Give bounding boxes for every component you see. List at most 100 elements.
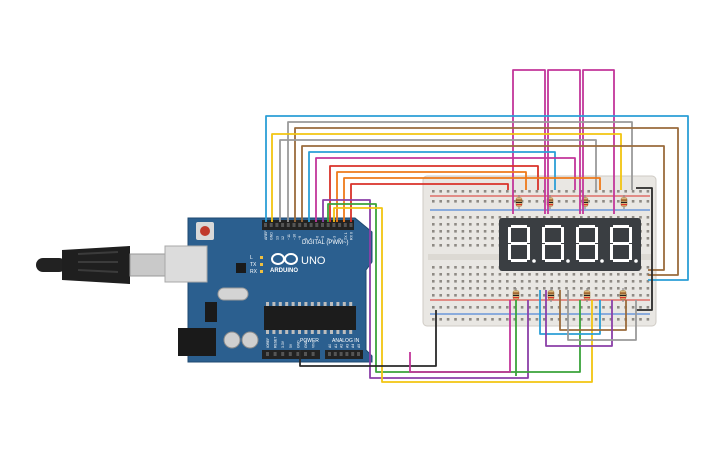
breadboard-hole [587, 306, 590, 309]
wire-purple-side [322, 199, 529, 379]
display-segment [613, 242, 629, 245]
breadboard-hole [506, 287, 509, 290]
breadboard-hole [432, 216, 435, 219]
breadboard-hole [439, 216, 442, 219]
digital-pin-slot[interactable] [281, 223, 285, 227]
digital-pin-label: ~3 [332, 236, 336, 240]
display-segment [545, 225, 561, 228]
wire-black-right [636, 187, 653, 311]
breadboard-hole [483, 306, 487, 309]
digital-pin-slot[interactable] [321, 223, 324, 227]
display-segment [629, 244, 632, 260]
crystal-oscillator [217, 287, 249, 301]
breadboard-hole [646, 273, 650, 276]
breadboard-hole [469, 280, 472, 283]
breadboard-hole [639, 190, 642, 193]
digital-pin-slot[interactable] [349, 223, 353, 227]
chip-pin [317, 302, 321, 306]
breadboard-hole [461, 318, 465, 321]
wire-magenta-bottom [409, 300, 511, 373]
breadboard-hole [631, 318, 635, 321]
breadboard-hole [646, 200, 650, 203]
power-pin-slot[interactable] [266, 352, 269, 356]
breadboard-hole [543, 273, 546, 276]
analog-pin-slot[interactable] [357, 352, 360, 356]
breadboard-hole [580, 273, 583, 276]
power-pin-label: VIN [312, 342, 316, 348]
breadboard-hole [454, 244, 457, 247]
digital-pin-slot[interactable] [338, 223, 342, 227]
breadboard-hole [609, 318, 613, 321]
digital-pin-slot[interactable] [292, 223, 296, 227]
wire-magenta-loop-2 [547, 69, 581, 214]
breadboard-hole [432, 280, 435, 283]
digital-pin-slot[interactable] [264, 223, 267, 227]
breadboard-hole [565, 216, 568, 219]
breadboard-hole [624, 216, 627, 219]
digital-pin-slot[interactable] [269, 223, 273, 227]
digital-pin-slot[interactable] [326, 223, 330, 227]
breadboard-hole [454, 200, 457, 203]
analog-pin-slot[interactable] [351, 352, 355, 356]
digital-pin-slot[interactable] [286, 223, 290, 227]
breadboard-hole [535, 273, 539, 276]
breadboard-hole [498, 306, 502, 309]
breadboard-hole [483, 287, 487, 290]
breadboard-hole [476, 237, 479, 240]
power-pin-slot[interactable] [273, 352, 277, 356]
display-digits [508, 225, 638, 263]
analog-pin-slot[interactable] [339, 352, 343, 356]
reset-button-cap[interactable] [200, 226, 210, 236]
led-l [260, 256, 263, 259]
digital-pin-slot[interactable] [298, 223, 302, 227]
breadboard-hole [602, 294, 605, 297]
breadboard-hole [483, 294, 487, 297]
analog-pin-slot[interactable] [328, 352, 331, 356]
breadboard-hole [594, 287, 598, 290]
breadboard-hole [439, 266, 442, 269]
led-rx [260, 270, 263, 273]
breadboard-hole [446, 200, 450, 203]
breadboard-hole [513, 190, 516, 193]
chip-pin [285, 302, 289, 306]
breadboard-hole [461, 216, 465, 219]
wire-blue-top [265, 115, 689, 281]
analog-pin-slot[interactable] [333, 352, 337, 356]
digital-pin-slot[interactable] [315, 223, 319, 227]
chip-pin [317, 330, 321, 334]
breadboard-hole [624, 190, 627, 193]
chip-pin [310, 330, 314, 334]
wire-magenta-loop-1 [512, 69, 546, 214]
power-pin-slot[interactable] [304, 352, 307, 356]
digital-pin-slot[interactable] [309, 223, 313, 227]
analog-pin-label: A4 [351, 344, 355, 348]
digital-pin-slot[interactable] [343, 223, 347, 227]
arduino-brand-text: ARDUINO [270, 268, 298, 274]
power-pin-slot[interactable] [296, 352, 300, 356]
breadboard-hole [432, 244, 435, 247]
power-pin-label: GND [296, 340, 300, 348]
breadboard-hole [602, 306, 605, 309]
power-pin-slot[interactable] [311, 352, 315, 356]
breadboard-hole [631, 287, 635, 290]
analog-pin-slot[interactable] [345, 352, 349, 356]
digital-pin-slot[interactable] [303, 223, 307, 227]
usb-chip [236, 263, 246, 273]
breadboard-hole [491, 216, 494, 219]
digital-pin-slot[interactable] [332, 223, 336, 227]
power-pin-slot[interactable] [288, 352, 292, 356]
power-pin-slot[interactable] [281, 352, 285, 356]
breadboard-hole [550, 190, 553, 193]
breadboard-hole [476, 216, 479, 219]
digital-pin-slot[interactable] [275, 223, 279, 227]
digital-header-label: DIGITAL (PWM~) [302, 240, 349, 246]
breadboard-hole [580, 216, 583, 219]
breadboard-hole [476, 273, 479, 276]
breadboard-hole [446, 273, 450, 276]
usb-cable [36, 246, 167, 284]
breadboard-hole [469, 306, 472, 309]
breadboard-hole [469, 216, 472, 219]
breadboard-hole [646, 280, 650, 283]
breadboard-hole [587, 200, 590, 203]
